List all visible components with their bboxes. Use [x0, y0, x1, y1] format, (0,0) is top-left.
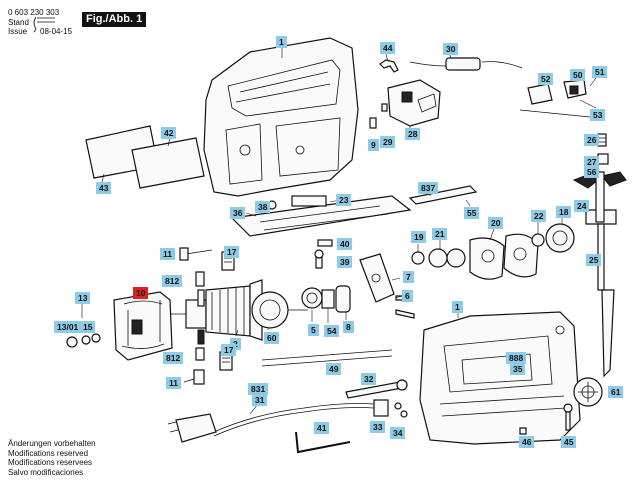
note-line-es: Salvo modificaciones — [8, 467, 84, 477]
callout-c33: 33 — [370, 421, 386, 433]
callout-c23: 23 — [336, 194, 352, 206]
callout-c27: 27 — [584, 156, 600, 168]
callout-c51: 51 — [592, 66, 608, 78]
callout-c5: 5 — [308, 324, 319, 336]
callout-c1b: 1 — [452, 301, 463, 313]
field-stator-drawing — [113, 291, 173, 361]
callout-c9: 9 — [368, 139, 379, 151]
callout-c30: 30 — [443, 43, 459, 55]
callout-c25: 25 — [586, 254, 602, 266]
callout-c52: 52 — [538, 73, 554, 85]
callout-c46: 46 — [519, 436, 535, 448]
callout-c28: 28 — [405, 128, 421, 140]
callout-c43: 43 — [96, 182, 112, 194]
callout-c41: 41 — [314, 422, 330, 434]
figure-label: Fig./Abb. 1 — [82, 12, 147, 27]
note-line-de: Änderungen vorbehalten — [8, 439, 96, 448]
issue-date: 08-04-15 — [40, 27, 73, 36]
callout-c22: 22 — [531, 210, 547, 222]
callout-c31: 31 — [252, 394, 268, 406]
armature-drawing — [170, 279, 308, 341]
housing-upper-left — [203, 37, 359, 197]
callout-c44: 44 — [380, 42, 396, 54]
callout-c17b: 17 — [221, 344, 237, 356]
callout-c53: 53 — [590, 109, 606, 121]
callout-c1a: 1 — [276, 36, 287, 48]
callout-c40: 40 — [337, 238, 353, 250]
callout-c837: 837 — [418, 182, 439, 194]
callout-c36: 36 — [230, 207, 246, 219]
callout-c13_01: 13/01 — [54, 321, 82, 333]
callout-c18: 18 — [556, 206, 572, 218]
callout-c812a: 812 — [162, 275, 183, 287]
callout-c888: 888 — [506, 352, 527, 364]
callout-c32: 32 — [361, 373, 377, 385]
housing-lower-right — [419, 311, 581, 445]
callout-c812b: 812 — [163, 352, 184, 364]
callout-c45: 45 — [561, 436, 577, 448]
callout-c7: 7 — [403, 271, 414, 283]
note-line-en: Modifications reserved — [8, 448, 89, 458]
callout-c54: 54 — [324, 325, 340, 337]
stand-label: Stand — [8, 18, 29, 27]
callout-c60: 60 — [264, 332, 280, 344]
note-line-fr: Modifications reservees — [8, 458, 93, 467]
callout-c11b: 11 — [166, 377, 181, 389]
callout-c50: 50 — [570, 69, 586, 81]
callout-c55: 55 — [464, 207, 480, 219]
callout-c24: 24 — [574, 200, 590, 212]
callout-c15: 15 — [80, 321, 96, 333]
issue-label: Issue — [8, 27, 28, 36]
callout-c13: 13 — [75, 292, 91, 304]
callout-c38: 38 — [255, 201, 271, 213]
callout-c26: 26 — [584, 134, 600, 146]
callout-c34: 34 — [390, 427, 406, 439]
callout-c20: 20 — [488, 217, 504, 229]
callout-c10: 10 — [133, 287, 149, 299]
part-number: 0 603 230 303 — [8, 8, 60, 17]
callout-c19: 19 — [411, 231, 427, 243]
callout-c42: 42 — [161, 127, 177, 139]
callout-c831: 831 — [248, 383, 269, 395]
callout-c49: 49 — [326, 363, 342, 375]
callout-c39: 39 — [337, 256, 353, 268]
callout-c17a: 17 — [224, 246, 240, 258]
callout-c29: 29 — [380, 136, 396, 148]
callout-c61: 61 — [608, 386, 624, 398]
callout-c11a: 11 — [160, 248, 175, 260]
modification-notes: Änderungen vorbehalten Modifications res… — [8, 439, 96, 477]
callout-c21: 21 — [432, 228, 448, 240]
callout-c56: 56 — [584, 166, 600, 178]
callout-c6: 6 — [402, 290, 413, 302]
callout-c35: 35 — [510, 363, 526, 375]
callout-c8: 8 — [343, 321, 354, 333]
